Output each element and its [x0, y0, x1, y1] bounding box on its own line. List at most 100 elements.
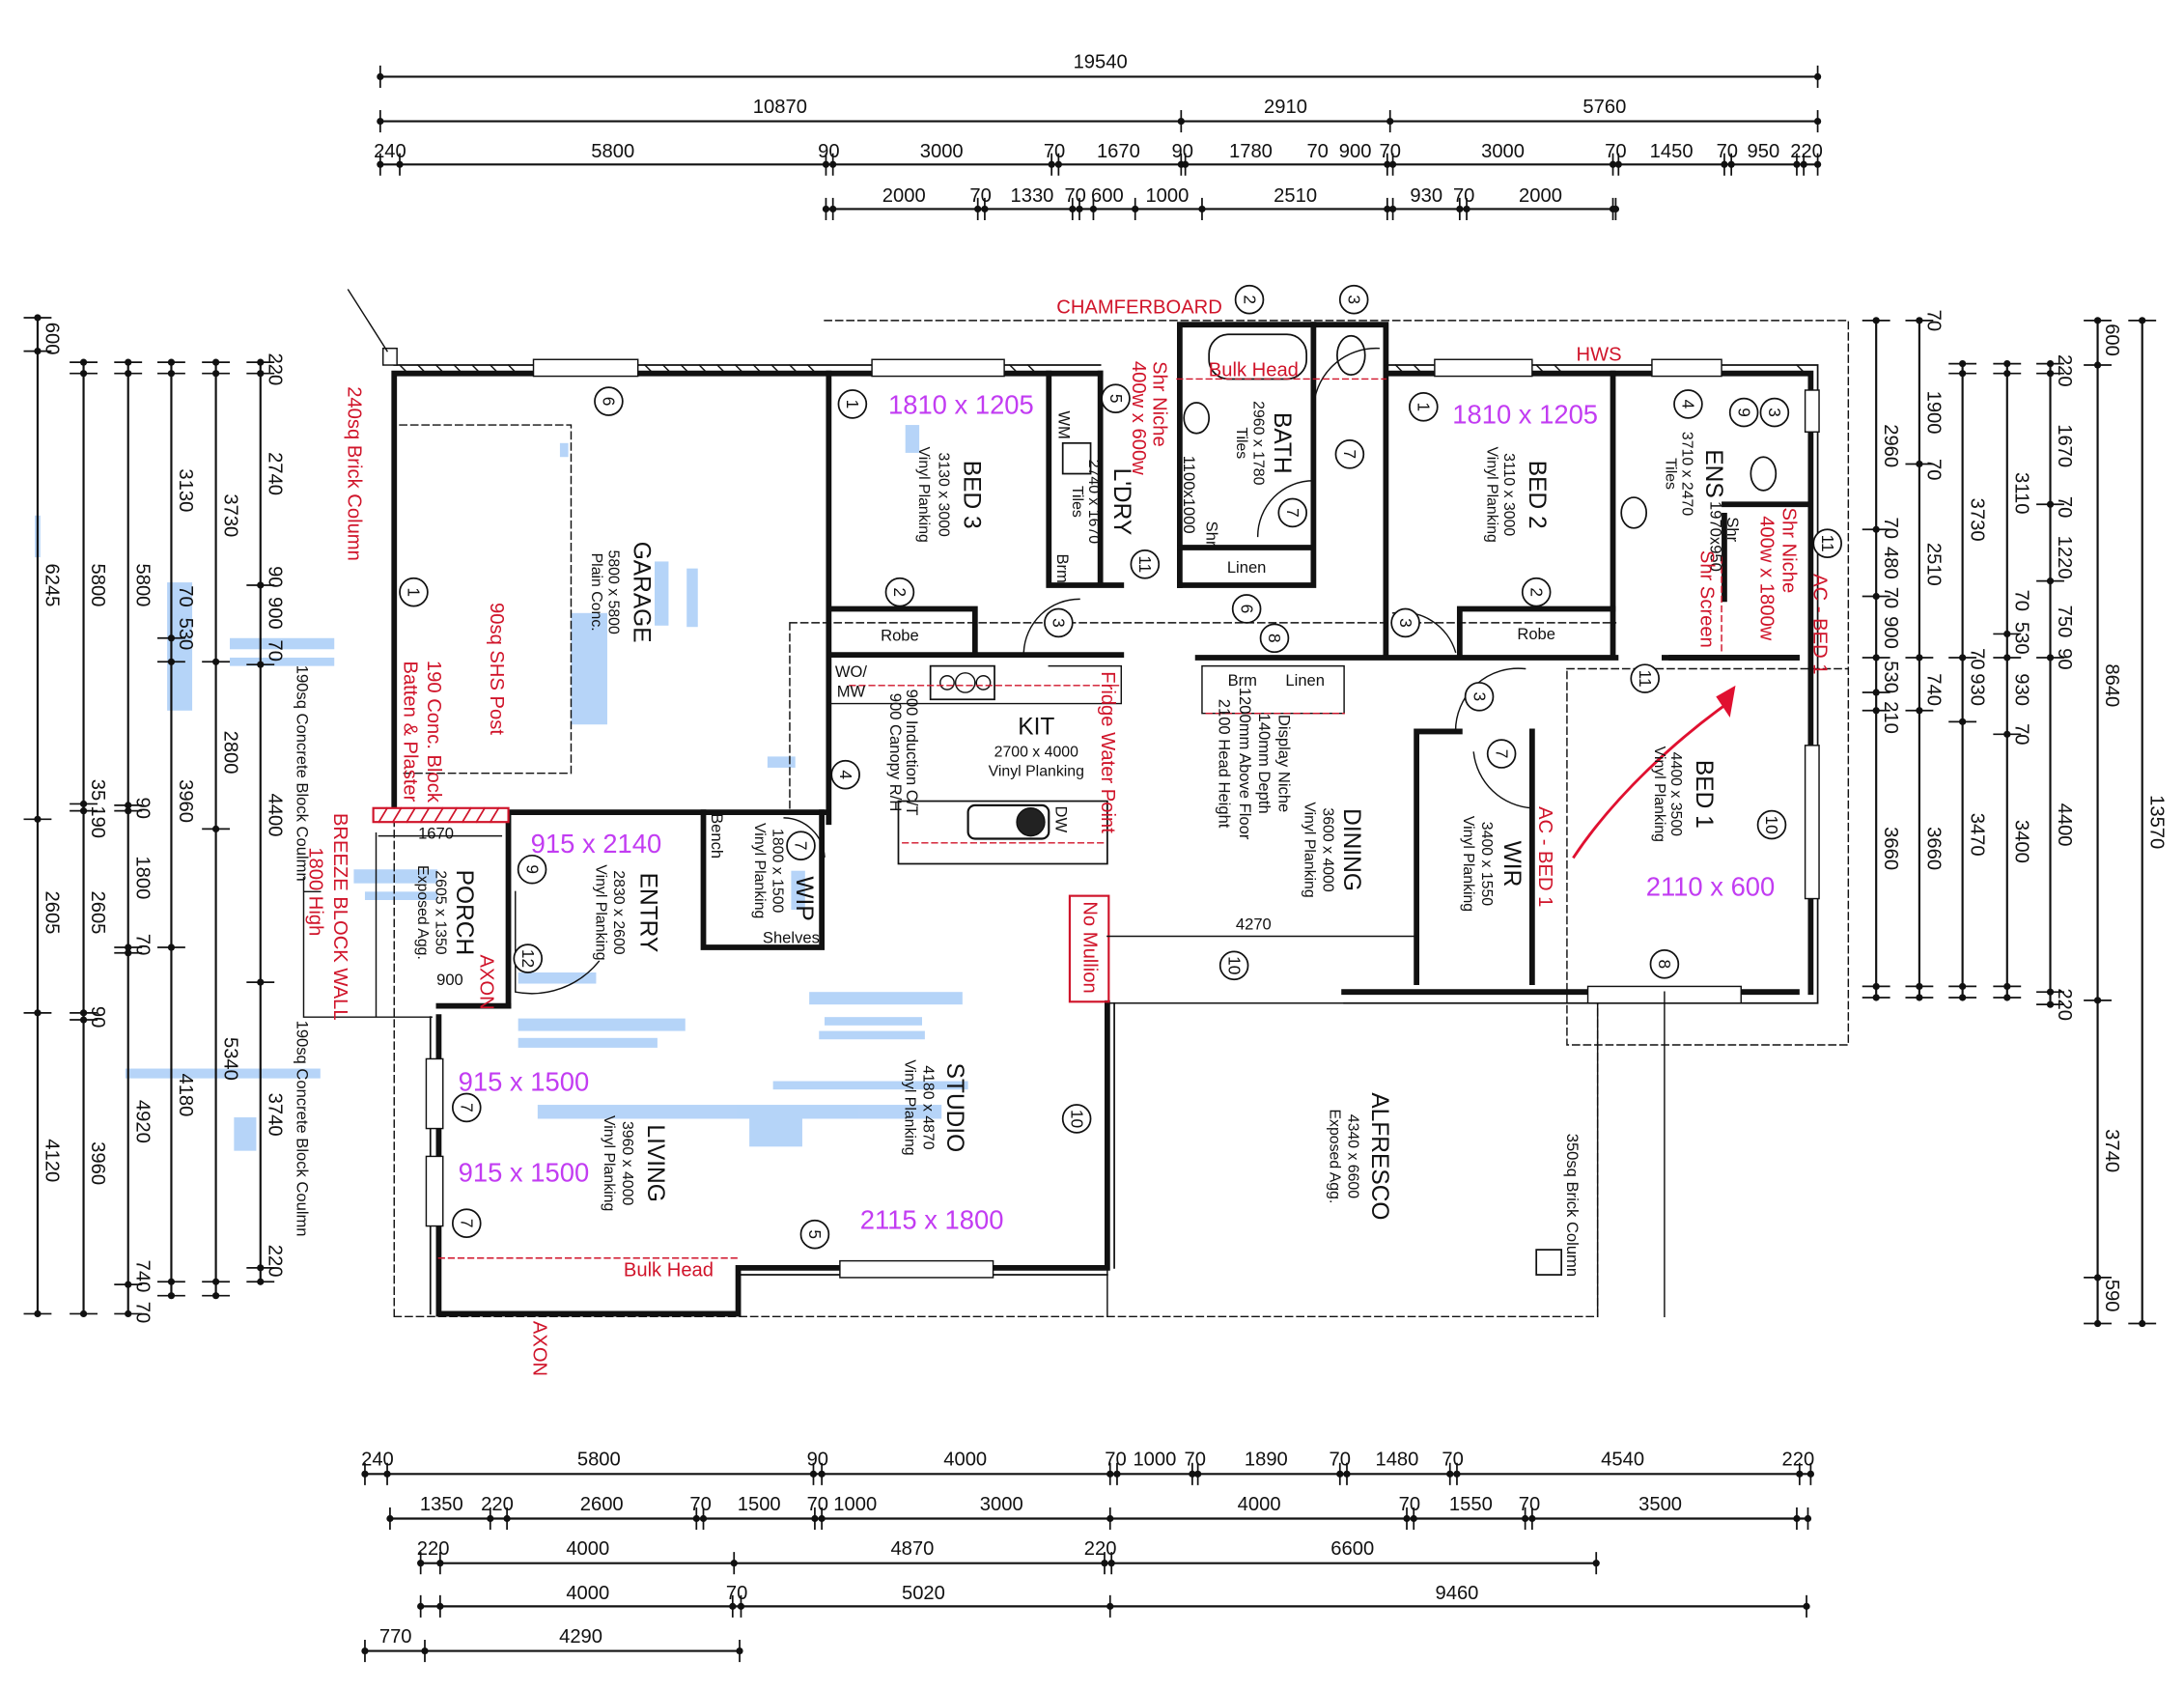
callout-marker: 8 — [1259, 623, 1290, 654]
dimension-node — [377, 72, 384, 81]
dimension-node — [1522, 1514, 1529, 1523]
window-size-label: 915 x 1500 — [459, 1067, 590, 1097]
dimension-node — [822, 205, 830, 213]
callout-number: 11 — [1135, 555, 1155, 573]
dimension-node — [1793, 160, 1801, 168]
left-dimension-label: 70 — [131, 934, 153, 955]
room-finish-kit: Vinyl Planking — [989, 764, 1084, 780]
left-dimension-label: 3960 — [175, 779, 196, 823]
callout-circle-icon — [517, 854, 547, 885]
bottom-dimension-label: 9460 — [1436, 1583, 1479, 1604]
callout-circle-icon — [1521, 577, 1552, 607]
bottom-dimension-label: 220 — [1782, 1450, 1815, 1471]
dimension-node — [125, 1310, 132, 1318]
plan-label: 190sq Concrete Block Coulmn — [293, 665, 311, 882]
plan-label: DW — [1051, 805, 1070, 832]
top-dimension-label: 90 — [818, 141, 839, 162]
dimension-node — [1456, 205, 1464, 213]
window-size-label: 1810 x 1205 — [1452, 400, 1598, 430]
walls — [302, 289, 1850, 1318]
right-dimension-label: 740 — [1923, 673, 1945, 706]
annotation-note: Shr Screen — [1695, 550, 1717, 648]
dimension-node — [1800, 160, 1807, 168]
plan-label: Robe — [881, 627, 919, 645]
left-dimension-label: 220 — [264, 353, 285, 386]
room-size-bed-1: 4400 x 3500 — [1667, 752, 1684, 836]
dimension-node — [125, 370, 132, 378]
dimension-node — [1916, 994, 1923, 1001]
dimension-node — [822, 160, 830, 168]
dimension-node — [1198, 205, 1206, 213]
dimension-node — [79, 807, 88, 815]
plan-label: Linen — [1285, 671, 1325, 690]
dimension-node — [386, 1514, 394, 1523]
plan-label: Shr — [1202, 521, 1220, 547]
dimension-node — [79, 358, 88, 366]
bottom-dimension-label: 2600 — [580, 1494, 624, 1515]
top-dimension-label: 70 — [969, 185, 991, 207]
annotation-note: HWS — [1577, 345, 1622, 366]
dimension-node — [361, 1470, 369, 1478]
annotation-note: 90sq SHS Post — [486, 603, 507, 735]
dimension-node — [730, 1560, 738, 1567]
dimension-node — [257, 370, 265, 378]
dimension-node — [421, 1647, 429, 1655]
callout-number: 11 — [1636, 670, 1655, 688]
left-dimension-label: 2800 — [219, 731, 240, 775]
room-size-wir: 3400 x 1550 — [1478, 822, 1495, 906]
right-dimension-label: 70 — [1923, 459, 1945, 480]
dimension-node — [125, 949, 132, 957]
dimension-node — [1106, 1602, 1114, 1610]
left-dimension-label: 90 — [131, 798, 153, 819]
left-dimension-column — [114, 358, 143, 1318]
callout-circle-icon — [1486, 739, 1517, 769]
dimension-node — [211, 825, 220, 833]
callout-circle-icon — [1101, 383, 1131, 413]
dimension-node — [2046, 359, 2055, 368]
annotation-note: AC - BED 1 — [1534, 806, 1555, 907]
callout-number: 7 — [792, 841, 811, 851]
dimension-node — [2093, 997, 2102, 1004]
callout-number: 3 — [1470, 692, 1489, 702]
dimension-node — [1793, 1514, 1801, 1523]
window-size-label: 915 x 2140 — [531, 829, 662, 859]
room-name-kit: KIT — [1018, 714, 1054, 740]
left-dimension-column — [246, 358, 275, 1285]
callout-marker: 9 — [1728, 397, 1759, 428]
dimension-node — [1813, 117, 1822, 126]
dimension-node — [1916, 317, 1923, 324]
top-dimension-label: 1000 — [1145, 185, 1189, 207]
dimension-node — [1194, 1470, 1202, 1478]
annotation-note: Batten & Plaster — [399, 661, 420, 802]
dimension-node — [2003, 982, 2011, 991]
right-dimension-column — [1993, 359, 2022, 1001]
dimension-node — [1446, 1470, 1454, 1478]
annotation-note: 190 Conc. Block — [423, 661, 444, 803]
left-dimension-label: 1800 — [131, 856, 153, 899]
dimension-node — [1336, 1470, 1344, 1478]
callout-marker: 4 — [830, 759, 860, 790]
right-dimension-column — [1862, 317, 1890, 1001]
room-name-alfresco: ALFRESCO — [1366, 1092, 1392, 1220]
left-dimension-label: 4920 — [131, 1100, 153, 1143]
callout-circle-icon — [1338, 284, 1369, 315]
dimension-node — [1916, 982, 1923, 991]
callout-circle-icon — [1234, 284, 1265, 315]
callout-marker: 3 — [1390, 607, 1420, 638]
callout-number: 12 — [518, 949, 538, 968]
dimension-node — [1916, 460, 1923, 468]
bottom-dimension-label: 70 — [689, 1494, 711, 1515]
dimension-node — [1872, 994, 1880, 1001]
right-dimension-column — [2036, 359, 2064, 1008]
dimension-node — [1069, 205, 1077, 213]
callout-number: 10 — [1224, 956, 1244, 974]
right-dimension-label: 3470 — [1966, 813, 1987, 857]
dimension-node — [436, 1560, 444, 1567]
bottom-dimension-label: 70 — [1330, 1450, 1351, 1471]
dimension-node — [1872, 707, 1880, 715]
callout-number: 6 — [1237, 605, 1256, 614]
dimension-node — [2139, 1319, 2146, 1328]
dimension-node — [1386, 117, 1394, 126]
plan-label: WO/ — [835, 662, 868, 681]
top-dimension-label: 70 — [1306, 141, 1328, 162]
